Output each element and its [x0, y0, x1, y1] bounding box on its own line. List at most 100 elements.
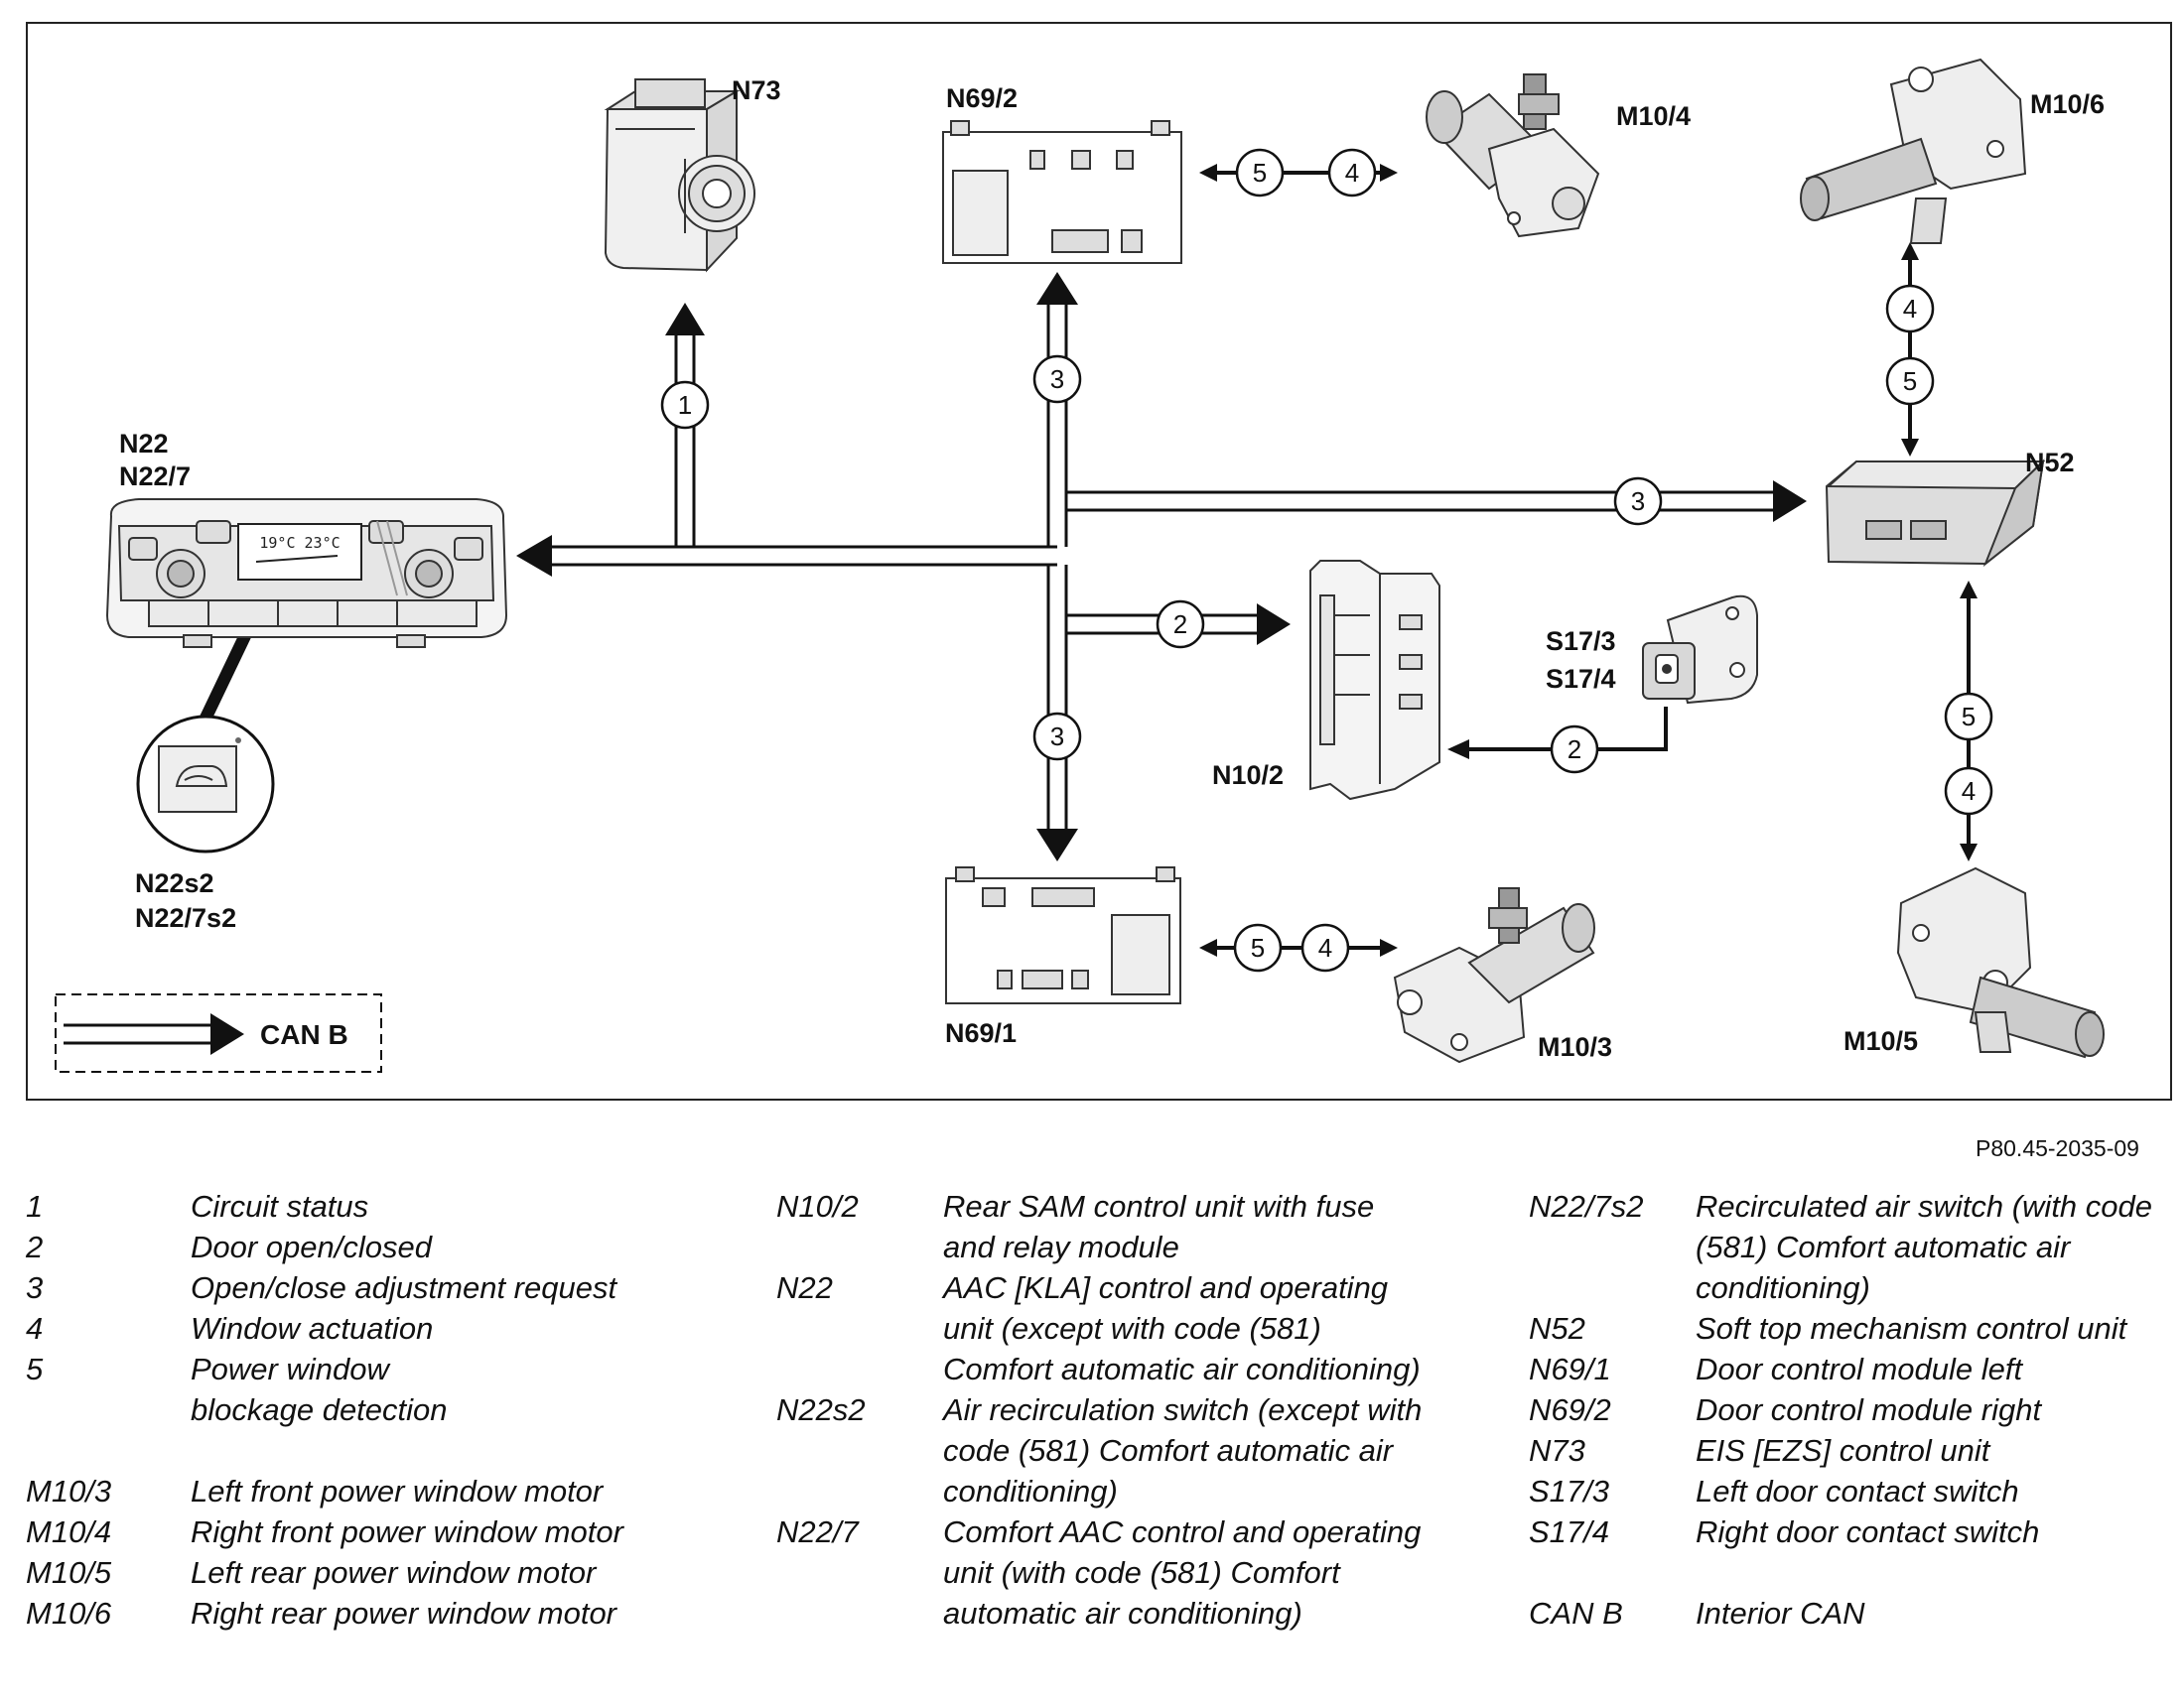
- legend-code: N22s2: [776, 1392, 866, 1427]
- legend-code: N52: [1529, 1311, 1585, 1346]
- svg-text:3: 3: [1050, 364, 1064, 394]
- legend-code: 2: [26, 1230, 44, 1264]
- figure-reference: P80.45-2035-09: [1976, 1135, 2139, 1161]
- bubble-4-m10-5: 4: [1944, 766, 1993, 816]
- legend-item: N22/7s2 Recirculated air switch (with cod…: [1529, 1186, 2174, 1308]
- legend-code: M10/5: [26, 1555, 112, 1590]
- legend-desc: Right door contact switch: [1696, 1514, 2040, 1549]
- svg-text:4: 4: [1318, 933, 1332, 963]
- legend-item: N69/1 Door control module left: [1529, 1349, 2174, 1389]
- legend-desc: Rear SAM control unit with fuse and rela…: [943, 1189, 1375, 1264]
- bubble-3-right: 3: [1613, 476, 1663, 526]
- bubble-3-up: 3: [1032, 354, 1082, 404]
- can-bus-main: [516, 535, 1057, 577]
- label-m10-4: M10/4: [1616, 101, 1691, 131]
- legend-desc: Door control module right: [1696, 1392, 2042, 1427]
- legend-code: N22: [776, 1270, 833, 1305]
- legend-code: N10/2: [776, 1189, 859, 1224]
- legend-desc: Power window blockage detection: [191, 1352, 448, 1427]
- bubble-4-m10-3: 4: [1300, 923, 1350, 973]
- can-bus-to-n73: [665, 303, 705, 547]
- legend-code: 3: [26, 1270, 44, 1305]
- legend-item: N69/2 Door control module right: [1529, 1389, 2174, 1430]
- legend-code: N73: [1529, 1433, 1585, 1468]
- legend-code: N69/1: [1529, 1352, 1611, 1386]
- legend-code: CAN B: [1529, 1596, 1623, 1631]
- pointer-n22-to-n22s2: [199, 627, 254, 722]
- label-n22-7s2: N22/7s2: [135, 903, 236, 933]
- legend-item: 3 Open/close adjustment request: [26, 1267, 681, 1308]
- legend-desc: Left rear power window motor: [191, 1555, 597, 1590]
- door-control-module-left: [945, 866, 1181, 1004]
- label-n73: N73: [732, 75, 781, 105]
- legend-item: M10/5 Left rear power window motor: [26, 1552, 681, 1593]
- svg-text:4: 4: [1903, 294, 1917, 324]
- window-motor-left-front: [1393, 887, 1595, 1064]
- can-bus-to-n52: [1066, 480, 1807, 522]
- legend-column-3: N22/7s2 Recirculated air switch (with cod…: [1529, 1186, 2174, 1634]
- label-n69-1: N69/1: [945, 1018, 1017, 1048]
- legend-item: CAN B Interior CAN: [1529, 1593, 2174, 1634]
- legend-code: M10/4: [26, 1514, 112, 1549]
- window-motor-left-rear: [1896, 866, 2105, 1059]
- svg-text:2: 2: [1173, 609, 1187, 639]
- bubble-1-n73: 1: [660, 380, 710, 430]
- label-m10-5: M10/5: [1843, 1026, 1918, 1056]
- legend-desc: Door control module left: [1696, 1352, 2023, 1386]
- legend-item: 4 Window actuation: [26, 1308, 681, 1349]
- bubble-2-s17: 2: [1550, 724, 1599, 774]
- legend-desc: Soft top mechanism control unit: [1696, 1311, 2127, 1346]
- legend-desc: Left front power window motor: [191, 1474, 604, 1509]
- legend-item: N52 Soft top mechanism control unit: [1529, 1308, 2174, 1349]
- legend-code: M10/6: [26, 1596, 112, 1631]
- car-recirc-icon: [175, 765, 228, 787]
- legend-desc: Left door contact switch: [1696, 1474, 2019, 1509]
- line-n52-m10-6: [1901, 242, 1919, 457]
- can-bus-to-n69-2: [1036, 272, 1078, 547]
- recirculation-switch: [136, 715, 275, 854]
- legend-desc: Comfort AAC control and operating unit (…: [943, 1514, 1422, 1631]
- label-n52: N52: [2025, 448, 2075, 477]
- label-n22s2: N22s2: [135, 868, 214, 898]
- eis-control-unit: [604, 78, 755, 273]
- svg-text:5: 5: [1251, 933, 1265, 963]
- svg-text:2: 2: [1568, 734, 1581, 764]
- climate-control-unit: 19°C 23°C: [105, 498, 508, 648]
- label-n22-7: N22/7: [119, 461, 191, 491]
- legend-code: S17/3: [1529, 1474, 1610, 1509]
- legend-desc: Interior CAN: [1696, 1596, 1865, 1631]
- bubble-4-m10-4: 4: [1327, 148, 1377, 197]
- legend-code: 4: [26, 1311, 44, 1346]
- legend-desc: Recirculated air switch (with code (581)…: [1696, 1189, 2153, 1305]
- svg-text:4: 4: [1345, 158, 1359, 188]
- rear-sam-control-unit: [1309, 560, 1440, 801]
- svg-text:3: 3: [1050, 722, 1064, 751]
- bubble-4-m10-6: 4: [1885, 284, 1935, 333]
- legend-code: N22/7s2: [1529, 1189, 1644, 1224]
- network-diagram: 1 3 3 2 3 2 5 4 5 4 4 5: [55, 58, 2105, 1073]
- label-m10-3: M10/3: [1538, 1032, 1612, 1062]
- bubble-5-m10-5: 5: [1944, 692, 1993, 741]
- legend-item: M10/6 Right rear power window motor: [26, 1593, 681, 1634]
- line-s17-to-n10-2: [1447, 707, 1668, 759]
- door-control-module-right: [942, 120, 1182, 264]
- legend-code: N69/2: [1529, 1392, 1611, 1427]
- svg-text:1: 1: [678, 390, 692, 420]
- label-n69-2: N69/2: [946, 83, 1018, 113]
- svg-text:5: 5: [1962, 702, 1976, 731]
- legend-desc: Right rear power window motor: [191, 1596, 617, 1631]
- legend-desc: Open/close adjustment request: [191, 1270, 617, 1305]
- legend-desc: Window actuation: [191, 1311, 434, 1346]
- svg-text:3: 3: [1631, 486, 1645, 516]
- label-n10-2: N10/2: [1212, 760, 1284, 790]
- legend-code: N22/7: [776, 1514, 859, 1549]
- svg-text:4: 4: [1962, 776, 1976, 806]
